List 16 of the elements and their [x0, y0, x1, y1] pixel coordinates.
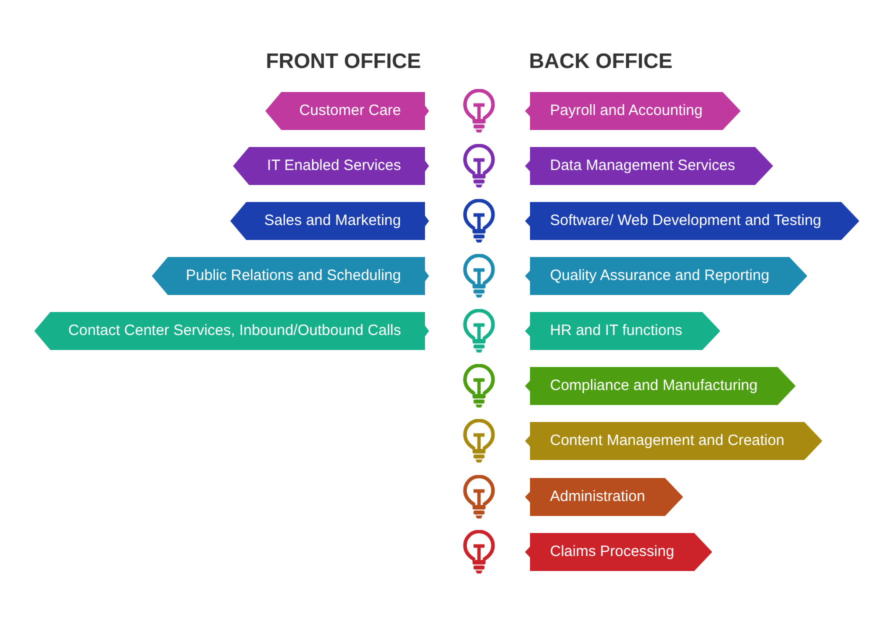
tag-text: HR and IT functions — [550, 322, 682, 340]
tag-text: Software/ Web Development and Testing — [550, 212, 822, 230]
tag-text: Administration — [550, 488, 646, 506]
tag-text: Payroll and Accounting — [550, 102, 703, 120]
tag-text: IT Enabled Services — [267, 157, 401, 175]
column-heading: FRONT OFFICE — [266, 49, 421, 75]
tag-text: Public Relations and Scheduling — [186, 267, 401, 285]
tag-text: Data Management Services — [550, 157, 736, 175]
column-heading: BACK OFFICE — [529, 49, 672, 75]
tag-text: Quality Assurance and Reporting — [550, 267, 770, 285]
tag-text: Contact Center Services, Inbound/Outbound Calls — [68, 322, 401, 340]
tag-text: Content Management and Creation — [550, 432, 784, 450]
tag-text: Claims Processing — [550, 543, 674, 561]
tag-text: Compliance and Manufacturing — [550, 377, 758, 395]
tag-text: Sales and Marketing — [264, 212, 401, 230]
tag-text: Customer Care — [299, 102, 401, 120]
